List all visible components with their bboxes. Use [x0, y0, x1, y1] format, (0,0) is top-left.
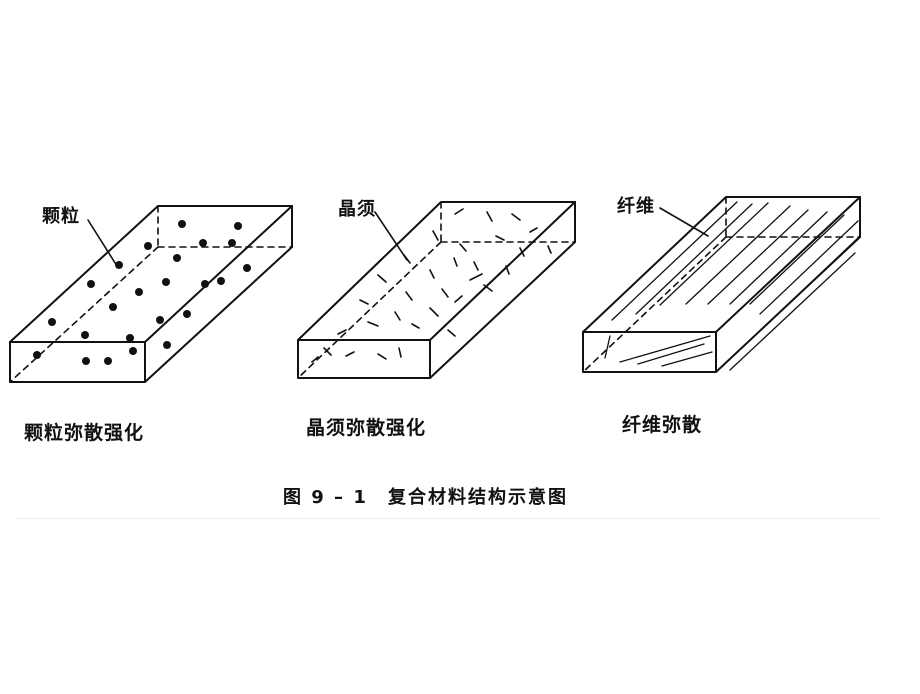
whisker-segments: [311, 208, 552, 363]
particle-callout: 颗粒: [42, 206, 80, 227]
particle-dots: [33, 220, 251, 365]
scan-edge-divider: [15, 518, 881, 519]
hidden-edges: [297, 201, 576, 379]
particle-panel-label: 颗粒弥散强化: [24, 422, 145, 444]
whisker-leader-line: [374, 211, 408, 261]
whisker-panel-label: 晶须弥散强化: [306, 417, 427, 439]
hidden-edges: [582, 196, 861, 373]
fiber-block: [582, 196, 861, 373]
fiber-lines: [604, 201, 859, 371]
fiber-leader-line: [659, 207, 709, 237]
particle-block: [9, 205, 293, 383]
hidden-edges: [9, 205, 293, 383]
figure-number: 图 9 – 1: [283, 487, 368, 508]
fiber-callout: 纤维: [617, 196, 655, 217]
whisker-callout: 晶须: [338, 199, 376, 220]
figure-title: 复合材料结构示意图: [388, 487, 568, 508]
particle-leader-line: [87, 219, 118, 267]
fiber-panel-label: 纤维弥散: [622, 414, 703, 436]
whisker-block: [297, 201, 576, 379]
